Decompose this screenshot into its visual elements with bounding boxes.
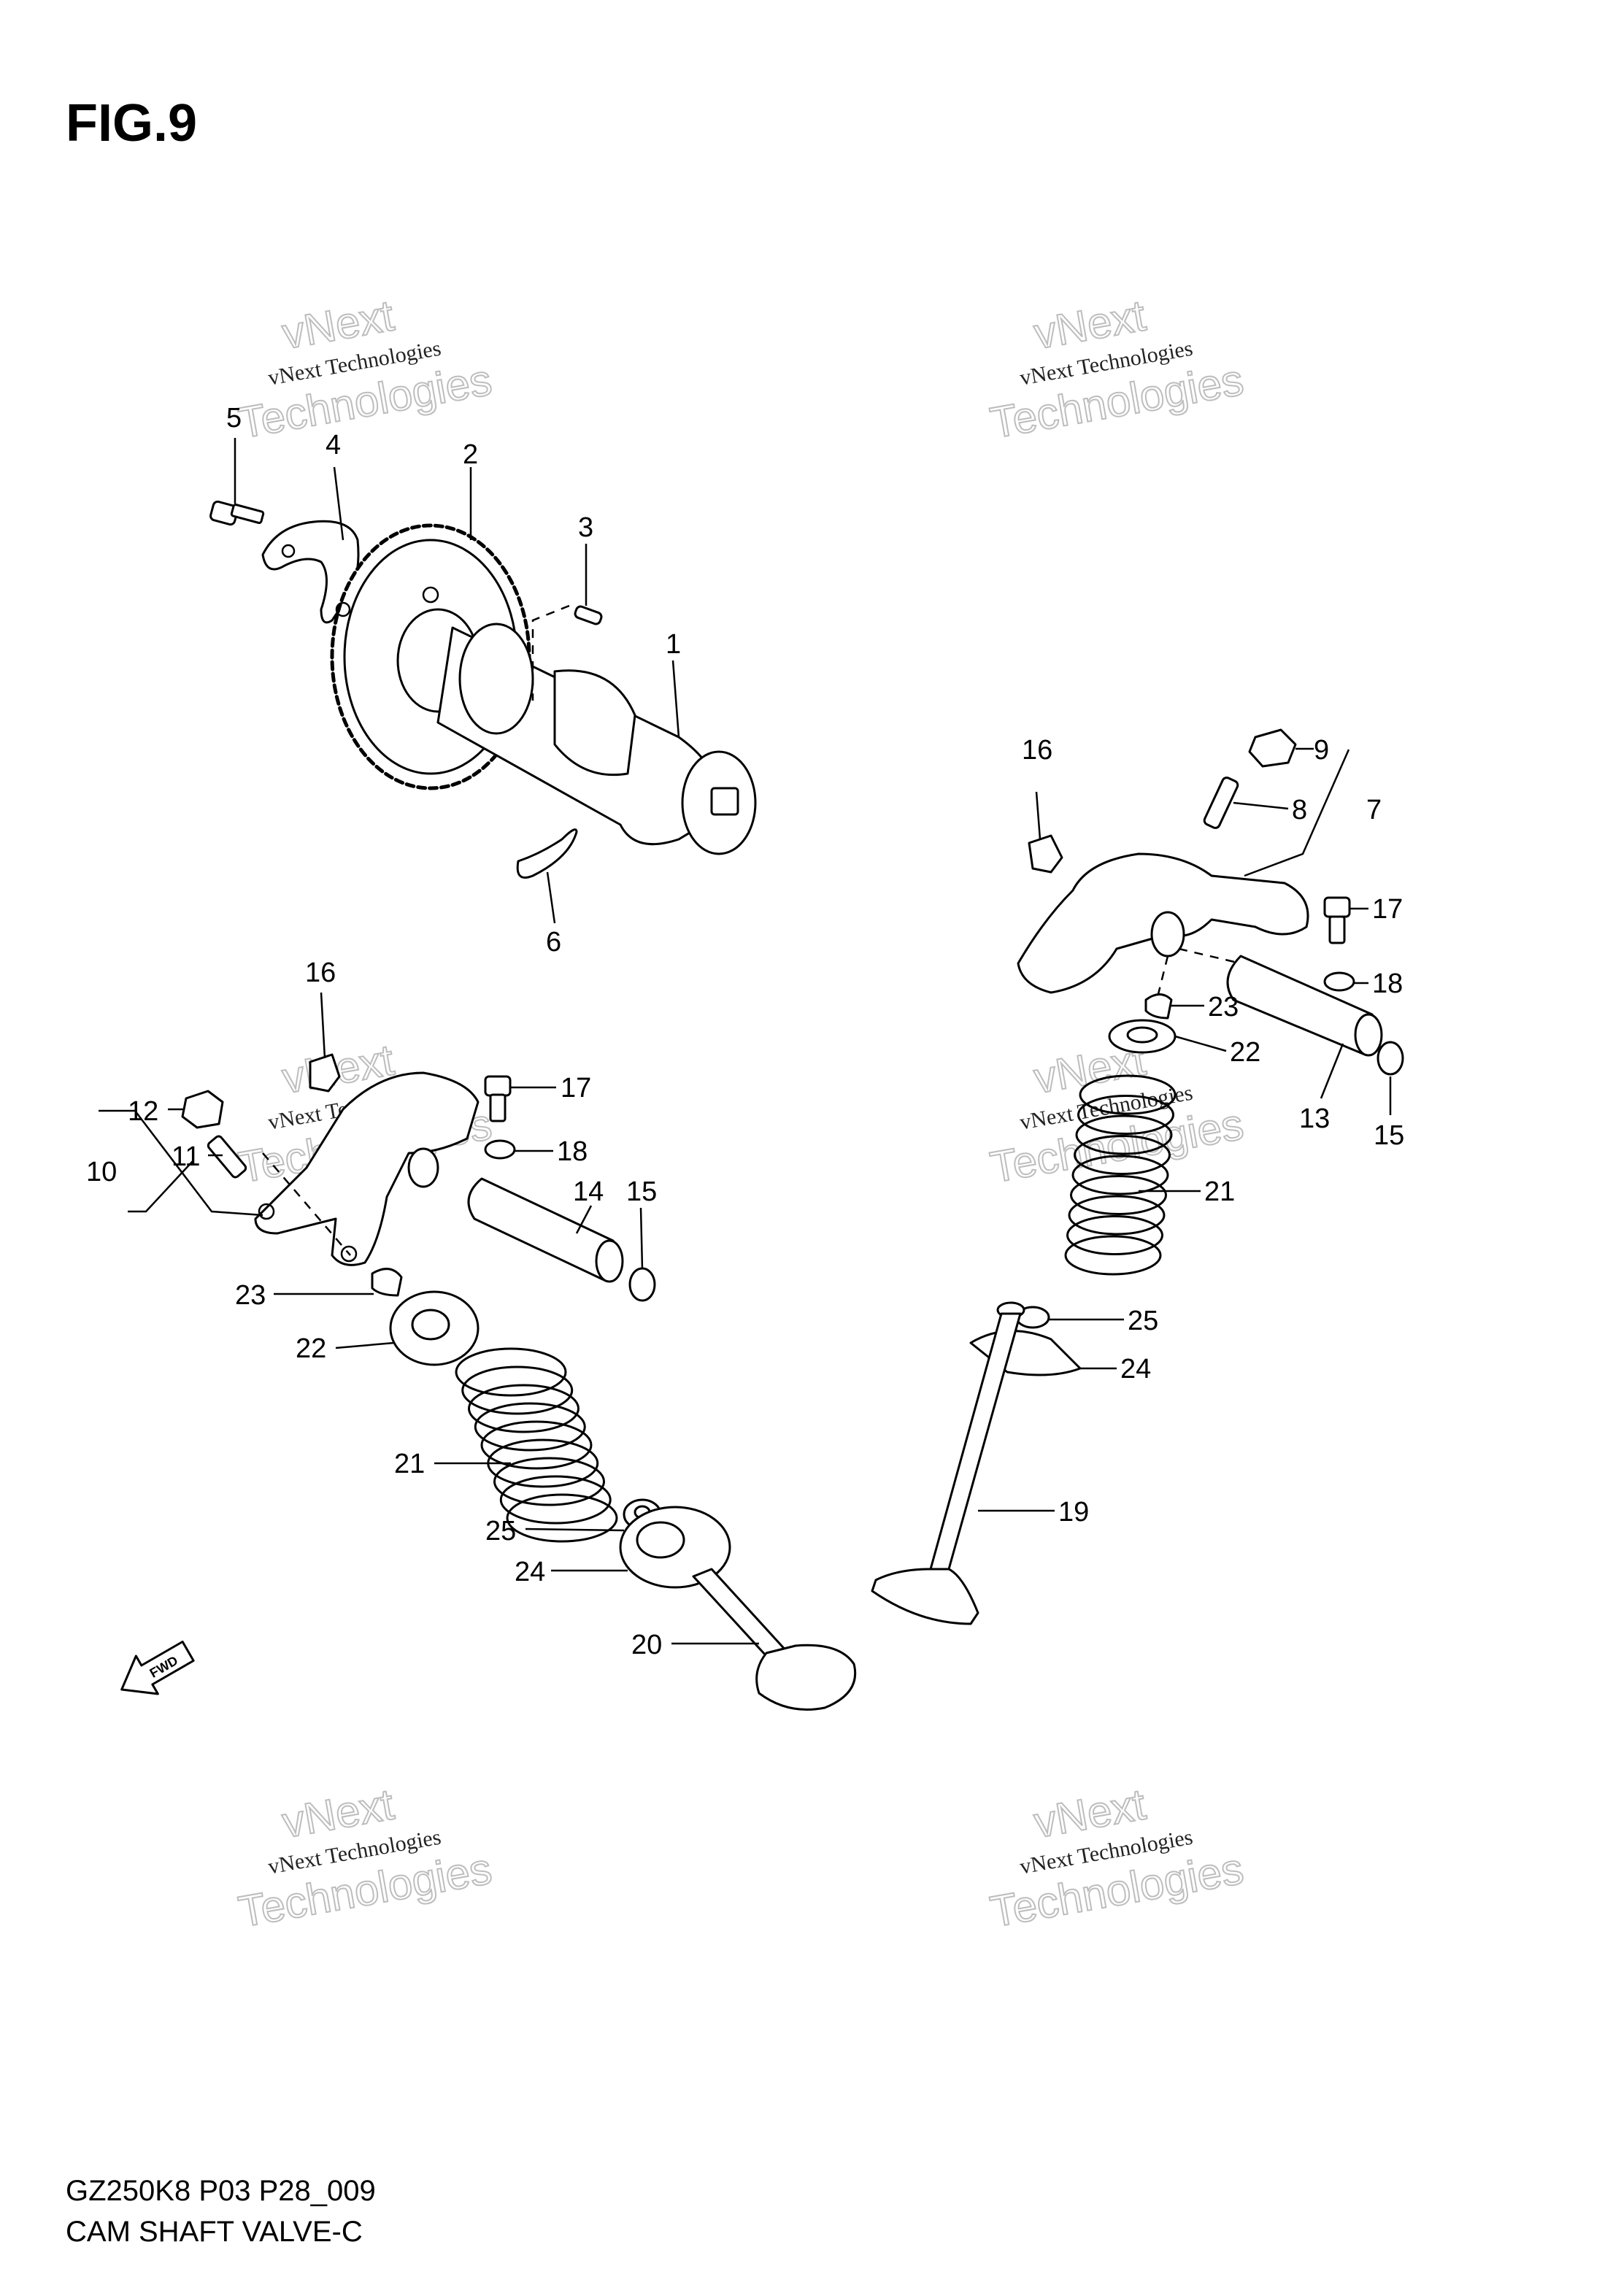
- callout-11: 11: [172, 1141, 200, 1172]
- callout-18-left: 18: [557, 1136, 588, 1167]
- callout-3: 3: [578, 512, 593, 543]
- callout-21-left: 21: [394, 1449, 425, 1479]
- spring-coil: [461, 1365, 574, 1415]
- callout-2: 2: [463, 439, 478, 470]
- callout-25-right: 25: [1128, 1306, 1158, 1336]
- part-17-bolt-right: [1323, 896, 1351, 944]
- part-18-washer-right: [1323, 971, 1355, 992]
- watermark-mid-right: vNext vNext Technologies Technologies: [986, 1034, 1248, 1193]
- spring-coil: [1074, 1135, 1171, 1175]
- footer-code: GZ250K8 P03 P28_009: [66, 2175, 376, 2207]
- callout-18-right: 18: [1372, 968, 1403, 999]
- spring-coil: [1064, 1235, 1162, 1276]
- part-18-washer-left: [484, 1139, 516, 1160]
- spring-coil: [1070, 1175, 1167, 1215]
- callout-23-right: 23: [1208, 992, 1239, 1022]
- part-23-cotter-right: [1144, 993, 1173, 1020]
- part-3-pin: [574, 605, 603, 625]
- watermark-bottom-right: vNext vNext Technologies Technologies: [986, 1779, 1248, 1937]
- spring-coil: [493, 1457, 605, 1506]
- spring-coil: [1066, 1215, 1163, 1255]
- spring-coil: [474, 1402, 586, 1452]
- part-12-nut: [181, 1090, 224, 1129]
- callout-24-right: 24: [1120, 1354, 1151, 1384]
- part-5-bolt: [209, 500, 265, 526]
- leader-lines: [99, 438, 1392, 1645]
- callout-15-left: 15: [626, 1176, 657, 1207]
- callout-16-left: 16: [305, 958, 336, 988]
- spring-coil: [1071, 1155, 1169, 1195]
- part-9-nut: [1248, 728, 1297, 768]
- pin-guide-line: [531, 604, 570, 701]
- spring-coil: [1077, 1095, 1174, 1135]
- part-24-seat-left: [619, 1506, 731, 1589]
- part-1-camshaft: [436, 623, 757, 855]
- fwd-arrow-icon: FWD: [120, 1641, 195, 1695]
- figure-title: FIG.9: [66, 94, 198, 153]
- part-23-cotter-left: [371, 1268, 403, 1297]
- callout-21-right: 21: [1204, 1176, 1235, 1207]
- part-15-oring-left: [628, 1267, 656, 1302]
- rocker-bore: [407, 1147, 439, 1188]
- callout-23-left: 23: [235, 1280, 266, 1311]
- callout-24-left: 24: [515, 1557, 545, 1587]
- callout-7: 7: [1366, 795, 1382, 825]
- callout-16-right: 16: [1022, 735, 1052, 766]
- spring-coil: [1068, 1195, 1166, 1236]
- part-4-plate: [261, 520, 360, 624]
- part-11-adjuster-screw: [207, 1135, 247, 1179]
- part-22-retainer-right: [1108, 1019, 1177, 1054]
- part-21-spring-right: [1064, 1074, 1177, 1276]
- callout-12: 12: [128, 1096, 158, 1127]
- cotter-guide-line: [1155, 955, 1169, 1001]
- callout-5: 5: [226, 403, 242, 434]
- spring-coil: [455, 1347, 567, 1397]
- part-16-left: [309, 1053, 341, 1093]
- part-21-spring-left: [455, 1347, 618, 1543]
- spring-coil: [468, 1384, 580, 1433]
- callout-22-right: 22: [1230, 1037, 1260, 1068]
- callout-6: 6: [546, 927, 561, 958]
- adjuster-guide-line: [262, 1152, 351, 1256]
- callout-17-left: 17: [561, 1073, 591, 1103]
- plate-hole: [281, 544, 296, 558]
- spring-coil: [480, 1420, 593, 1470]
- part-15-oring-right: [1376, 1041, 1404, 1076]
- watermark-top-left: vNext vNext Technologies Technologies: [234, 290, 496, 448]
- part-20-valve: [692, 1568, 857, 1711]
- callout-13: 13: [1299, 1103, 1330, 1134]
- part-17-bolt-left: [484, 1075, 512, 1122]
- spring-coil: [1075, 1114, 1173, 1155]
- spring-coil: [499, 1475, 612, 1525]
- shaft-guide-line: [1178, 947, 1241, 965]
- part-22-retainer-left: [389, 1290, 480, 1366]
- part-6-clip: [516, 828, 578, 879]
- part-19-valve: [871, 1301, 1025, 1625]
- callout-10: 10: [86, 1157, 117, 1187]
- watermark-bottom-left: vNext vNext Technologies Technologies: [234, 1779, 496, 1937]
- part-8-adjuster-screw: [1203, 777, 1239, 829]
- callout-25-left: 25: [485, 1516, 516, 1546]
- spring-coil: [1079, 1074, 1177, 1115]
- spring-coil: [506, 1493, 618, 1543]
- watermark-top-right: vNext vNext Technologies Technologies: [986, 290, 1248, 448]
- callout-1: 1: [666, 629, 681, 660]
- callout-17-right: 17: [1372, 894, 1403, 925]
- callout-9: 9: [1314, 735, 1329, 766]
- footer-title: CAM SHAFT VALVE-C: [66, 2216, 363, 2248]
- callout-15-right: 15: [1374, 1120, 1404, 1151]
- callout-14: 14: [573, 1176, 604, 1207]
- callout-22-left: 22: [296, 1333, 326, 1364]
- callout-20: 20: [631, 1630, 662, 1660]
- callout-19: 19: [1058, 1497, 1089, 1528]
- part-16-right: [1028, 834, 1063, 874]
- callout-4: 4: [326, 430, 341, 461]
- callout-8: 8: [1292, 795, 1307, 825]
